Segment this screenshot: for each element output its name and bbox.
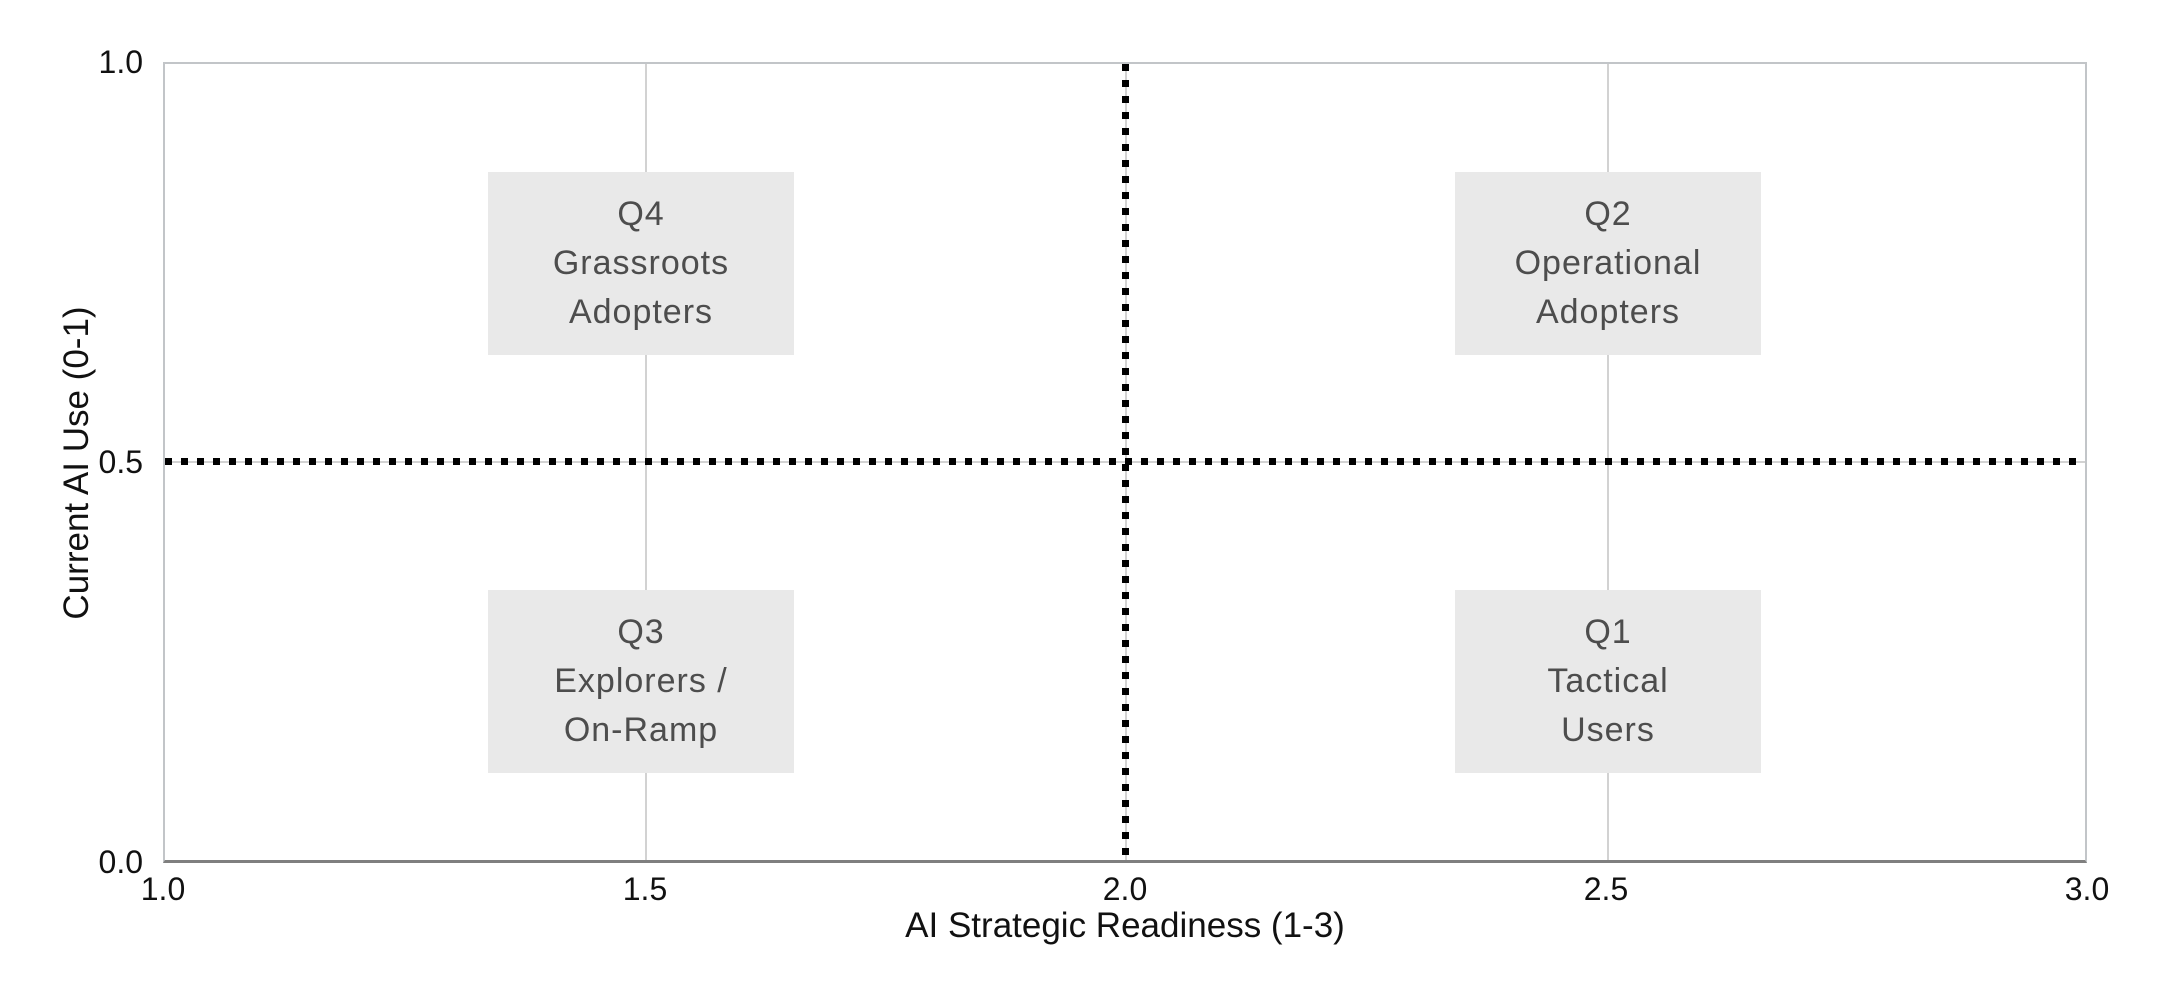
quadrant-q1-id: Q1 [1584, 613, 1632, 651]
quadrant-box-q4: Q4 Grassroots Adopters [488, 172, 794, 355]
quadrant-q3-line1: Explorers / [554, 662, 728, 700]
y-axis-title: Current AI Use (0-1) [57, 306, 96, 620]
x-tick-label-2.0: 2.0 [1102, 871, 1148, 907]
x-tick-label-3.0: 3.0 [2064, 871, 2110, 907]
quadrant-q1-line1: Tactical [1547, 662, 1669, 700]
quadrant-q2-line2: Adopters [1535, 293, 1681, 331]
x-tick-label-1.5: 1.5 [622, 871, 668, 907]
x-axis-title: AI Strategic Readiness (1-3) [905, 906, 1345, 945]
x-tick-label-1.0: 1.0 [140, 871, 186, 907]
quadrant-q4-id: Q4 [617, 195, 665, 233]
y-tick-label-1.0: 1.0 [98, 44, 143, 80]
y-tick-label-0.0: 0.0 [98, 844, 143, 880]
y-tick-label-0.5: 0.5 [98, 444, 143, 480]
plot-area: Q4 Grassroots Adopters Q2 Operational Ad… [163, 62, 2087, 863]
x-tick-label-2.5: 2.5 [1583, 871, 1629, 907]
threshold-line-vertical [1122, 64, 1129, 860]
quadrant-box-q1: Q1 Tactical Users [1455, 590, 1761, 773]
quadrant-q3-line2: On-Ramp [563, 711, 719, 749]
quadrant-q2-line1: Operational [1514, 244, 1702, 282]
quadrant-q4-line2: Adopters [568, 293, 714, 331]
quadrant-box-q3: Q3 Explorers / On-Ramp [488, 590, 794, 773]
quadrant-q1-line2: Users [1561, 711, 1655, 749]
quadrant-q3-id: Q3 [617, 613, 665, 651]
quadrant-box-q2: Q2 Operational Adopters [1455, 172, 1761, 355]
quadrant-q4-line1: Grassroots [552, 244, 730, 282]
quadrant-q2-id: Q2 [1584, 195, 1632, 233]
